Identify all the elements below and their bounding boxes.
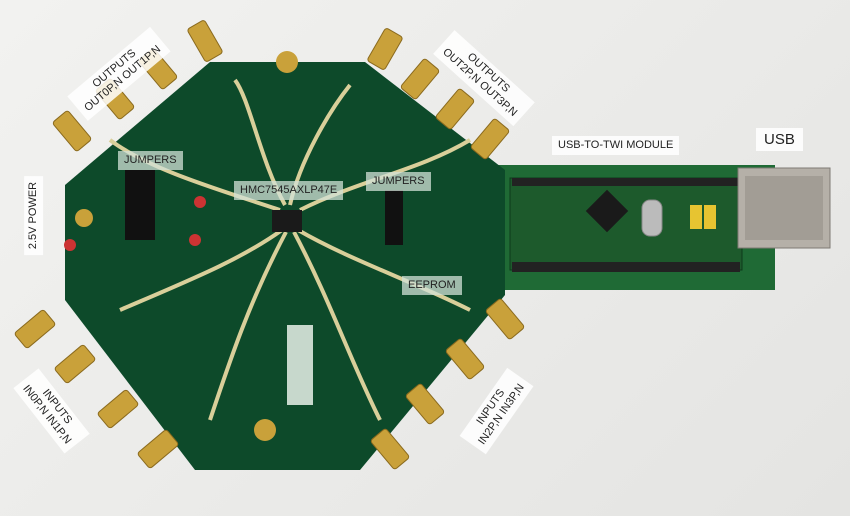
crystal <box>641 199 663 237</box>
test-point-vcc <box>64 239 76 251</box>
label-power: 2.5V POWER <box>24 175 44 256</box>
usb-module <box>509 177 743 271</box>
silkscreen-box <box>287 325 313 405</box>
header-pins-bottom <box>512 262 740 272</box>
header-pins-top <box>512 178 740 186</box>
label-jumpers-left: JUMPERS <box>118 151 183 170</box>
test-point-vcc <box>194 196 206 208</box>
test-point-vcc <box>189 234 201 246</box>
mounting-hole <box>276 51 298 73</box>
mounting-hole <box>254 419 276 441</box>
label-eeprom: EEPROM <box>402 276 462 295</box>
sma-connectors <box>14 20 525 470</box>
capacitor <box>690 205 702 229</box>
mounting-hole <box>75 209 93 227</box>
label-usb-module: USB-TO-TWI MODULE <box>552 136 680 155</box>
label-usb: USB <box>756 128 803 151</box>
jumper-block-right <box>385 190 403 245</box>
usb-connector-face <box>745 176 823 240</box>
label-chip: HMC7545AXLP47E <box>234 181 344 200</box>
label-jumpers-right: JUMPERS <box>366 172 431 191</box>
jumper-block-left <box>125 170 155 240</box>
chip <box>272 210 302 232</box>
capacitor <box>704 205 716 229</box>
